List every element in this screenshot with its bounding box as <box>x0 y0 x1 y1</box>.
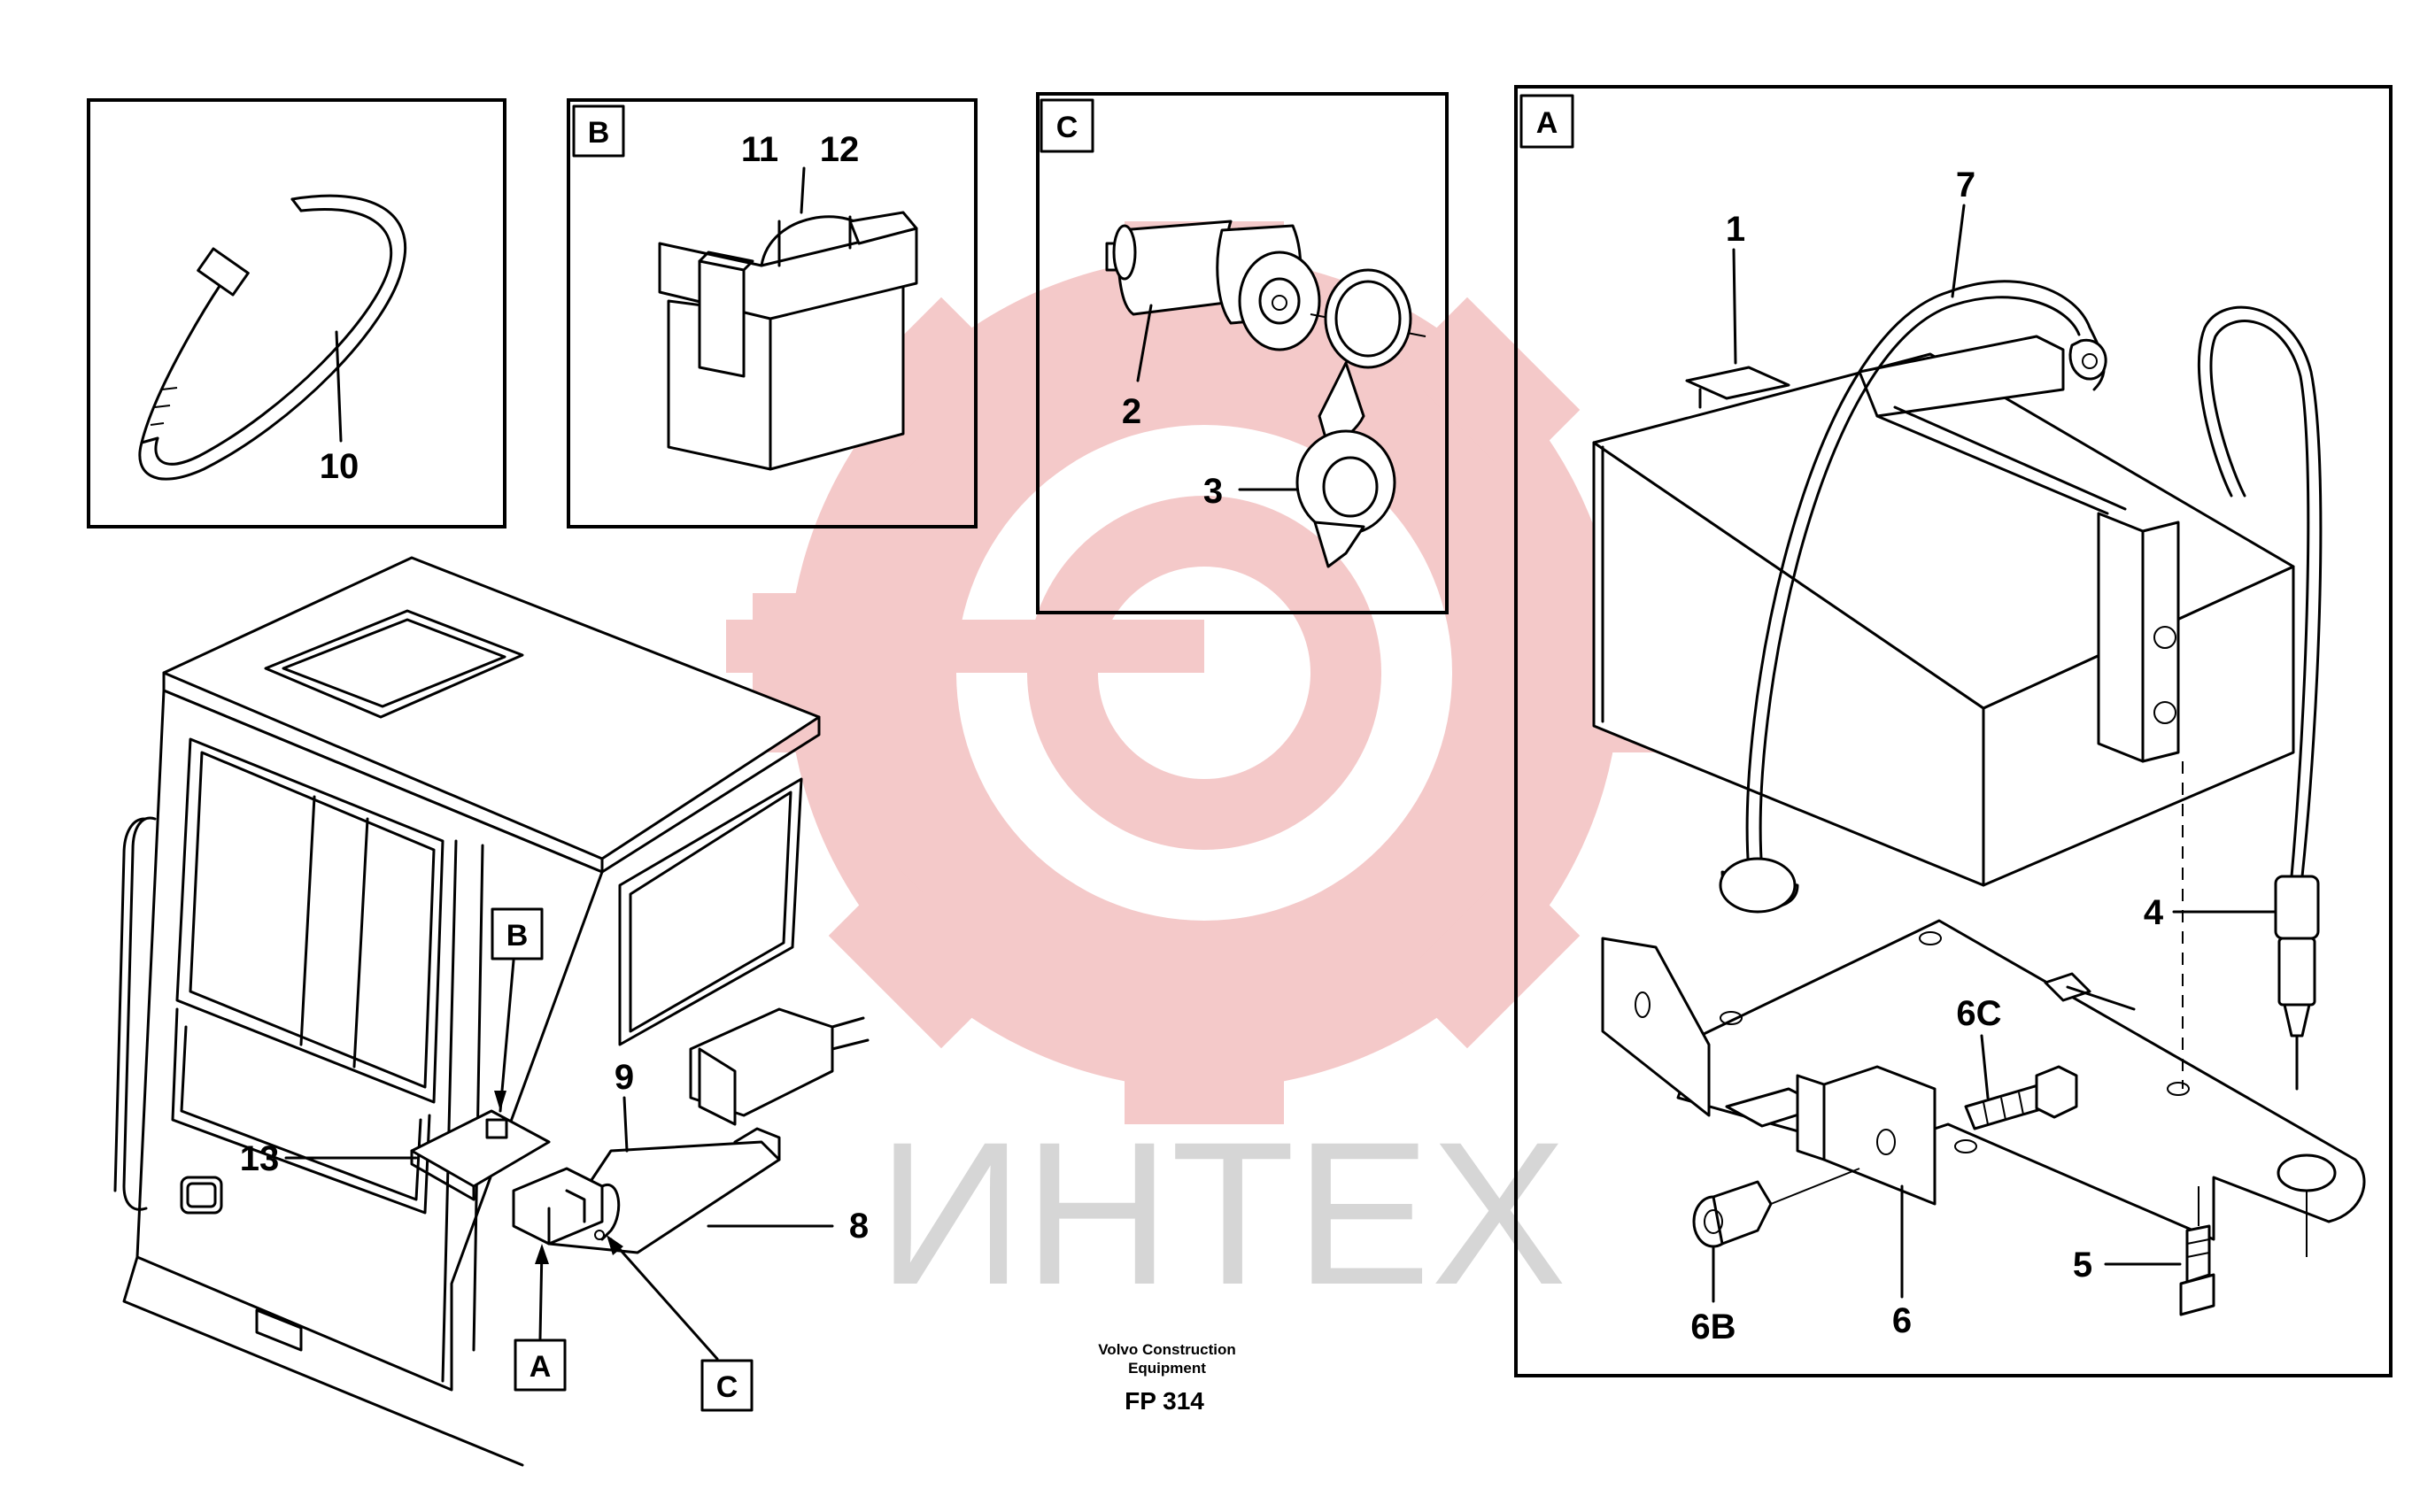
callout-5: 5 <box>2073 1246 2092 1284</box>
panel-a-letter-box <box>1519 94 1574 149</box>
box-illustration <box>1592 335 2295 887</box>
cab-illustration <box>113 556 870 1467</box>
callout-7: 7 <box>1956 166 1975 204</box>
callout-12: 12 <box>820 130 860 169</box>
cab-ref-a-letter: A <box>530 1350 552 1384</box>
panel-b-frame <box>567 98 978 528</box>
nut-6b-illustration <box>1692 1168 1860 1248</box>
callout-10: 10 <box>320 447 359 486</box>
panel-a-frame <box>1514 85 2393 1377</box>
leader-6c <box>1980 1034 1990 1099</box>
callout-6b: 6B <box>1690 1308 1736 1346</box>
leader-10 <box>335 330 343 443</box>
cab-ref-b: B <box>491 907 544 1113</box>
callout-13: 13 <box>240 1139 280 1178</box>
cab-ref-c: C <box>607 1235 754 1412</box>
callout-8: 8 <box>849 1207 869 1246</box>
bolt-6c-illustration <box>1964 1065 2078 1130</box>
panel-b: B 11 12 <box>567 98 978 528</box>
callout-1: 1 <box>1726 210 1745 249</box>
leader-2 <box>1136 304 1153 382</box>
panel-c: C 2 3 <box>1036 92 1449 614</box>
cab-ref-c-box <box>700 1359 754 1412</box>
leader-ref-c <box>609 1238 719 1361</box>
panel-c-frame <box>1036 92 1449 614</box>
callout-9: 9 <box>615 1058 634 1097</box>
callout-4: 4 <box>2144 893 2164 932</box>
socket-illustration <box>1105 220 1426 568</box>
relay-illustration <box>658 211 918 471</box>
callout-2: 2 <box>1122 392 1141 431</box>
leader-ref-b <box>499 959 515 1113</box>
leader-7 <box>1951 204 1966 298</box>
panel-c-letter: C <box>1056 111 1078 144</box>
panel-cable-tie-frame <box>87 98 506 528</box>
panel-a-letter: A <box>1536 106 1558 140</box>
cab-ref-b-letter: B <box>506 919 529 953</box>
leader-9 <box>622 1096 629 1153</box>
callout-6: 6 <box>1892 1301 1912 1340</box>
watermark-text: ИНТЕХ <box>877 1099 1567 1327</box>
cab-ref-c-letter: C <box>716 1370 738 1404</box>
cab-ref-b-box <box>491 907 544 960</box>
leader-1 <box>1732 248 1737 365</box>
panel-c-letter-box <box>1040 98 1094 153</box>
cab-ref-a: A <box>514 1244 567 1392</box>
cable-tie-illustration <box>138 194 407 481</box>
bracket-illustration <box>1601 919 2366 1241</box>
screw-5-illustration <box>2179 1186 2215 1316</box>
panel-cable-tie: 10 <box>87 98 506 528</box>
callout-6c: 6C <box>1956 994 2001 1033</box>
caption-line-1: Volvo Construction <box>1098 1341 1236 1358</box>
leader-11-12 <box>800 166 806 214</box>
panel-b-letter: B <box>588 116 610 150</box>
cable-7-illustration <box>1719 280 2107 914</box>
cab-ref-a-box <box>514 1338 567 1392</box>
callout-3: 3 <box>1203 472 1223 511</box>
callout-11: 11 <box>741 130 778 169</box>
cable-4-illustration <box>2198 305 2323 1091</box>
panel-b-letter-box <box>572 104 625 158</box>
panel-a: A <box>1514 85 2393 1377</box>
figure-code: FP 314 <box>1125 1387 1204 1415</box>
caption-line-2: Equipment <box>1128 1360 1206 1377</box>
